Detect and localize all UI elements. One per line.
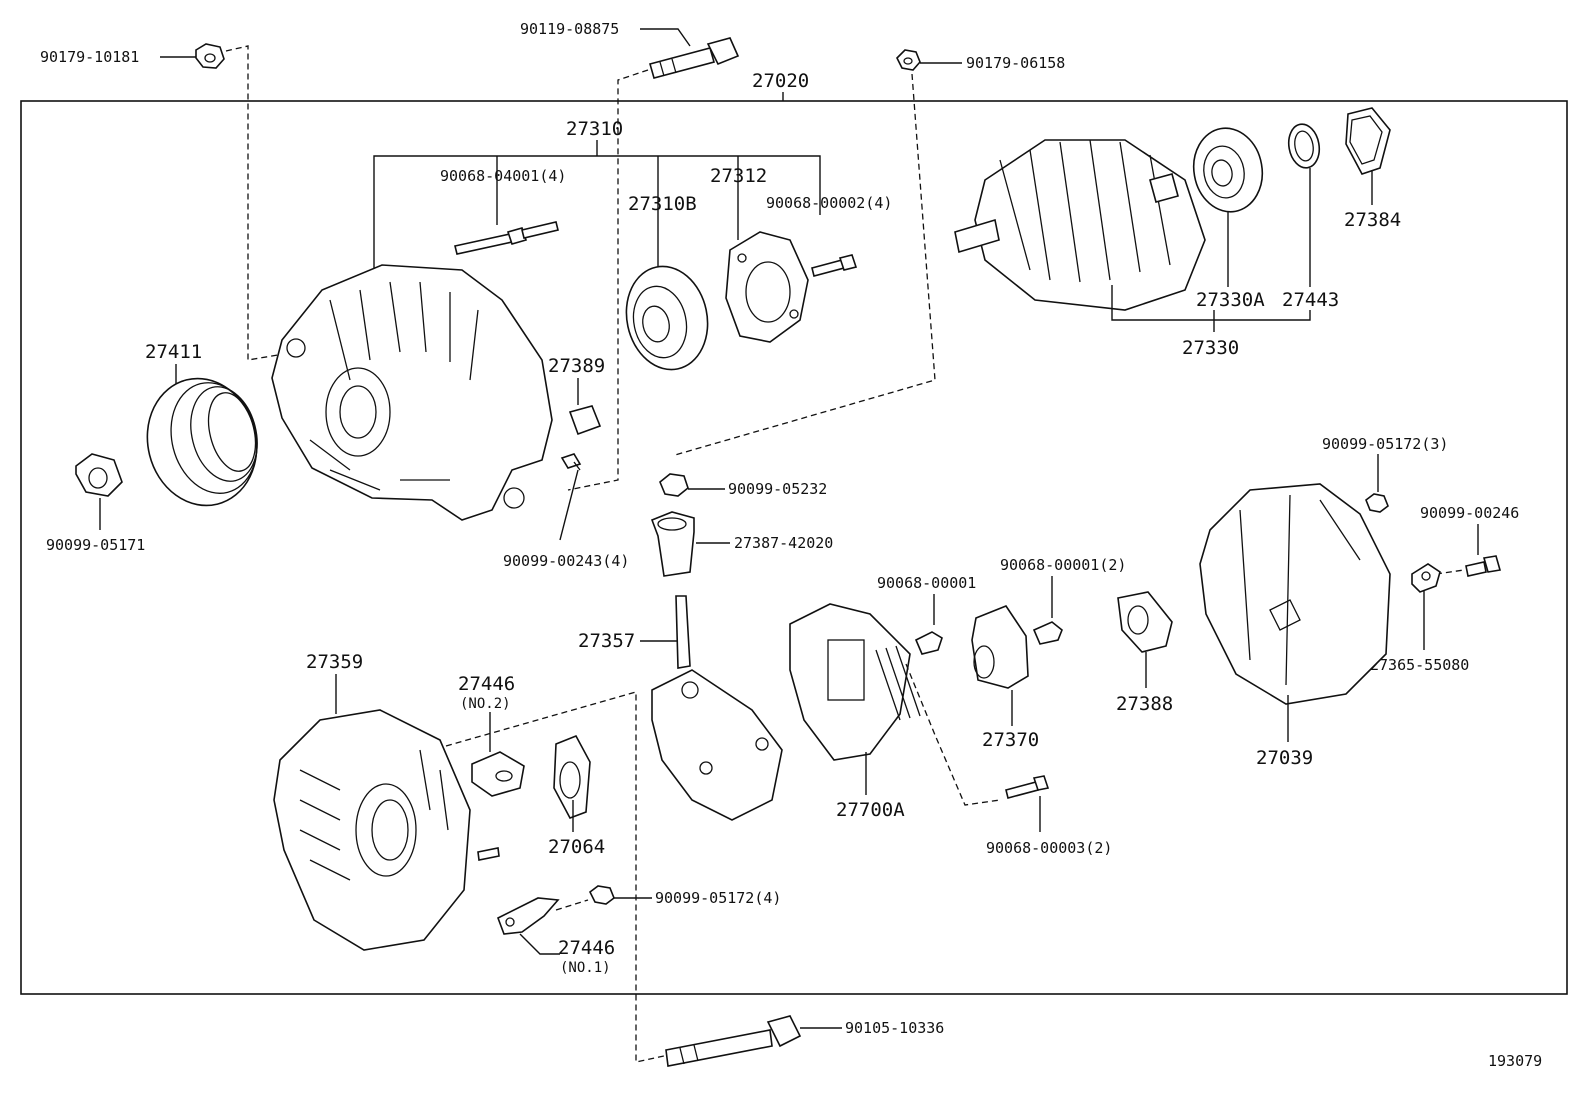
label-27039: 27039 — [1256, 747, 1313, 769]
label-27446-no2: 27446 — [458, 673, 515, 695]
bearing-27330A[interactable] — [1187, 123, 1269, 218]
label-90119-08875: 90119-08875 — [520, 20, 619, 38]
screw-90068-00001[interactable] — [914, 631, 943, 655]
label-27330A: 27330A — [1196, 289, 1265, 311]
label-27312: 27312 — [710, 165, 767, 187]
label-27388: 27388 — [1116, 693, 1173, 715]
label-27443: 27443 — [1282, 289, 1339, 311]
rotor-27330[interactable] — [954, 139, 1206, 311]
nut-90099-05171[interactable] — [75, 453, 123, 497]
nut-90179-10181[interactable] — [195, 43, 225, 69]
bolt-90119-08875[interactable] — [649, 37, 740, 79]
terminal-27365-55080[interactable] — [1411, 563, 1441, 593]
label-27310: 27310 — [566, 118, 623, 140]
label-90099-05232: 90099-05232 — [728, 480, 827, 498]
screw-90068-00003[interactable] — [1005, 775, 1050, 799]
screw-90068-00001-2[interactable] — [1032, 621, 1063, 645]
nut-90179-06158[interactable] — [896, 49, 921, 71]
nut-90099-05172-4[interactable] — [588, 885, 615, 905]
plate-27446-no1[interactable] — [496, 897, 560, 935]
label-27411: 27411 — [145, 341, 202, 363]
label-90099-05171: 90099-05171 — [46, 536, 145, 554]
through-bolt-90105-10336[interactable] — [665, 1015, 802, 1067]
bolt-90099-00246[interactable] — [1465, 555, 1502, 577]
insulator-27064[interactable] — [553, 734, 591, 819]
pulley-27411[interactable] — [134, 367, 270, 517]
label-27310B: 27310B — [628, 193, 697, 215]
cover-27443[interactable] — [1285, 122, 1322, 171]
assembly-frame — [20, 100, 1568, 995]
insulator-27387-42020[interactable] — [650, 511, 695, 577]
holder-27370[interactable] — [971, 605, 1029, 689]
cap-27388[interactable] — [1117, 591, 1173, 653]
label-90068-00002: 90068-00002(4) — [766, 194, 892, 212]
cap-27389[interactable] — [568, 405, 602, 436]
label-27446-no1: 27446 — [558, 937, 615, 959]
bearing-27310B[interactable] — [617, 259, 717, 377]
label-90099-00246: 90099-00246 — [1420, 504, 1519, 522]
label-90105-10336: 90105-10336 — [845, 1019, 944, 1037]
label-90179-06158: 90179-06158 — [966, 54, 1065, 72]
label-27384: 27384 — [1344, 209, 1401, 231]
brush-holder-27357[interactable] — [651, 595, 783, 821]
label-90068-00003: 90068-00003(2) — [986, 839, 1112, 857]
label-90179-10181: 90179-10181 — [40, 48, 139, 66]
image-number: 193079 — [1488, 1052, 1542, 1070]
label-90068-00001: 90068-00001 — [877, 574, 976, 592]
label-27700A: 27700A — [836, 799, 905, 821]
label-no1: (NO.1) — [560, 960, 611, 976]
screw-90068-00002[interactable] — [811, 254, 858, 277]
label-27064: 27064 — [548, 836, 605, 858]
rear-cover-27039[interactable] — [1199, 483, 1391, 705]
label-27389: 27389 — [548, 355, 605, 377]
label-27020-assembly: 27020 — [752, 70, 809, 92]
label-90068-04001: 90068-04001(4) — [440, 167, 566, 185]
regulator-27700A[interactable] — [789, 603, 921, 761]
insulator-27384[interactable] — [1345, 107, 1391, 175]
label-27365-55080: 27365-55080 — [1370, 656, 1469, 674]
label-no2: (NO.2) — [460, 696, 511, 712]
screw-90099-00243[interactable] — [560, 453, 582, 471]
retainer-plate-27312[interactable] — [725, 231, 809, 343]
label-90068-00001-2: 90068-00001(2) — [1000, 556, 1126, 574]
label-27359: 27359 — [306, 651, 363, 673]
label-90099-05172-3: 90099-05172(3) — [1322, 435, 1448, 453]
label-27370: 27370 — [982, 729, 1039, 751]
nut-90099-05232[interactable] — [659, 473, 689, 497]
label-27357: 27357 — [578, 630, 635, 652]
stud-bolt-90068-04001[interactable] — [454, 221, 559, 255]
nut-90099-05172-3[interactable] — [1365, 493, 1389, 513]
label-27330: 27330 — [1182, 337, 1239, 359]
label-90099-05172-4: 90099-05172(4) — [655, 889, 781, 907]
rear-end-frame-27359[interactable] — [273, 709, 500, 951]
plate-27446-no2[interactable] — [471, 751, 525, 797]
drive-end-frame-27310[interactable] — [271, 264, 553, 521]
label-90099-00243: 90099-00243(4) — [503, 552, 629, 570]
label-27387-42020: 27387-42020 — [734, 534, 833, 552]
